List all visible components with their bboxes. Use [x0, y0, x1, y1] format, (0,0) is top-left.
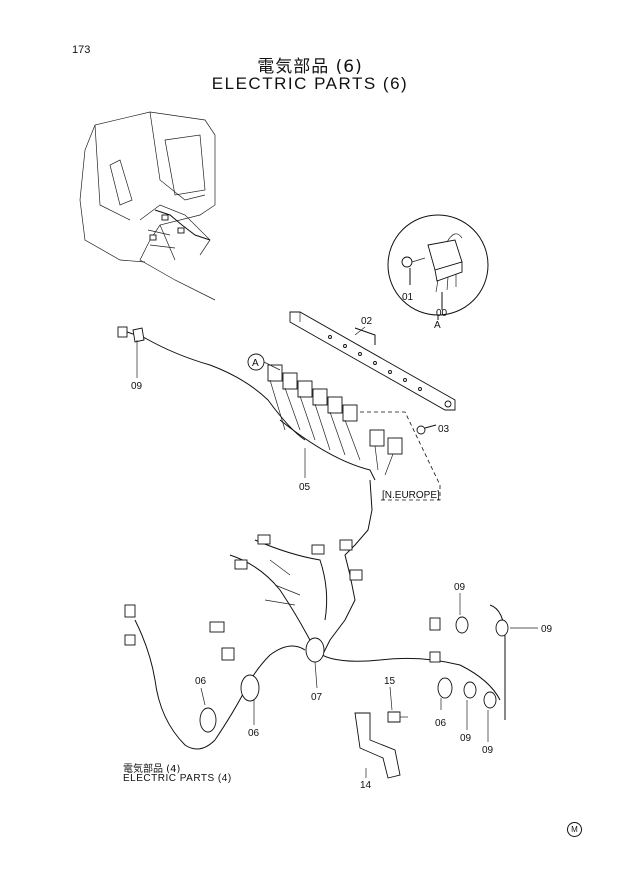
reference-english: ELECTRIC PARTS (4) — [123, 773, 232, 784]
callout-a-label: A — [252, 358, 259, 369]
main-harness — [124, 479, 506, 750]
callout-14: 14 — [360, 780, 372, 791]
callout-06-left: 06 — [195, 676, 207, 687]
callout-01: 01 — [402, 292, 414, 303]
relay-rail — [289, 311, 456, 411]
upper-harness — [117, 326, 306, 441]
callout-09-upper: 09 — [131, 381, 143, 392]
callout-09-lower-b: 09 — [482, 745, 494, 756]
page-number: 173 — [72, 44, 91, 56]
callout-06-center: 06 — [248, 728, 260, 739]
page-title-japanese: 電気部品 (6) — [257, 57, 363, 77]
callout-15: 15 — [384, 676, 396, 687]
callout-05: 05 — [299, 482, 311, 493]
callout-06-right: 06 — [435, 718, 447, 729]
page-title-english: ELECTRIC PARTS (6) — [211, 74, 409, 93]
callout-00: 00 — [436, 308, 448, 319]
detail-a-circle — [387, 214, 489, 320]
leader-lines — [136, 326, 538, 778]
cab-illustration — [79, 111, 216, 301]
detail-a-ref: A — [434, 320, 441, 331]
callout-03: 03 — [438, 424, 450, 435]
callout-07: 07 — [311, 692, 323, 703]
n-europe-label: [N.EUROPE] — [382, 490, 440, 501]
bracket-14 — [354, 711, 408, 779]
callout-09-lower-a: 09 — [460, 733, 472, 744]
callout-09-right-upper: 09 — [454, 582, 466, 593]
n-europe-region — [360, 411, 441, 501]
relay-row — [267, 364, 403, 481]
callout-a: A — [247, 353, 281, 371]
footer-mark: M — [567, 822, 582, 837]
callout-09-far-right: 09 — [541, 624, 553, 635]
clamps — [199, 616, 509, 733]
callout-02: 02 — [361, 316, 373, 327]
reference-japanese: 電気部品 (4) — [123, 764, 181, 775]
